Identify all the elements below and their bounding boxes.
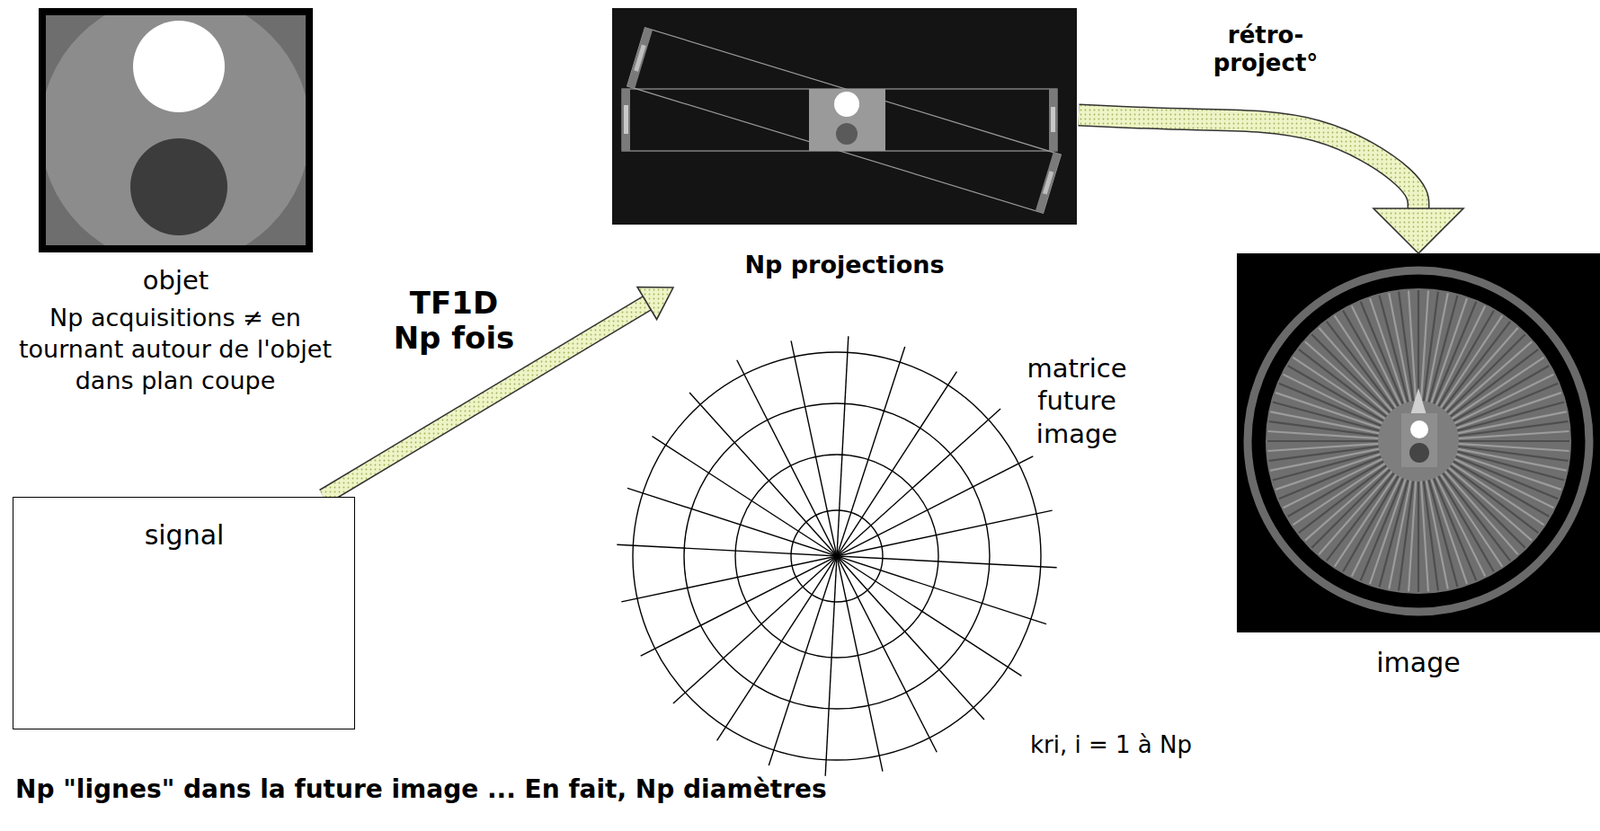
node-text: kri, i = 1 à Np (1030, 731, 1246, 760)
node-text: objet (38, 265, 313, 297)
arrow-head (637, 286, 674, 320)
node-text: image (1236, 647, 1600, 680)
node-text: signal (112, 519, 257, 552)
signal-plot: signal (12, 497, 356, 730)
arrow-outline (1078, 115, 1419, 209)
edge-label: TF1D Np fois (386, 284, 522, 358)
edge-label: rétro-project° (1202, 21, 1329, 78)
arrow-body (1078, 115, 1419, 209)
object-phantom-picture (38, 0, 313, 266)
arrow-head (1373, 208, 1464, 254)
object-phantom: objet (38, 8, 313, 305)
process-arrow (1078, 115, 1464, 254)
reconstructed-picture (1236, 253, 1600, 633)
node-text: matrice future image (1018, 350, 1136, 453)
projections-sinogram: Np projections (612, 8, 1077, 288)
note-text: Np "lignes" dans la future image ... En … (15, 774, 1364, 806)
node-text: Np projections (612, 250, 1077, 280)
note-text: Np acquisitions ≠ en tournant autour de … (13, 302, 338, 397)
projections-picture (612, 8, 1077, 225)
polar-grid (616, 336, 1057, 776)
polar-matrix: matrice future image kri, i = 1 à Np (616, 336, 1246, 786)
reconstructed-image: image (1236, 253, 1600, 687)
